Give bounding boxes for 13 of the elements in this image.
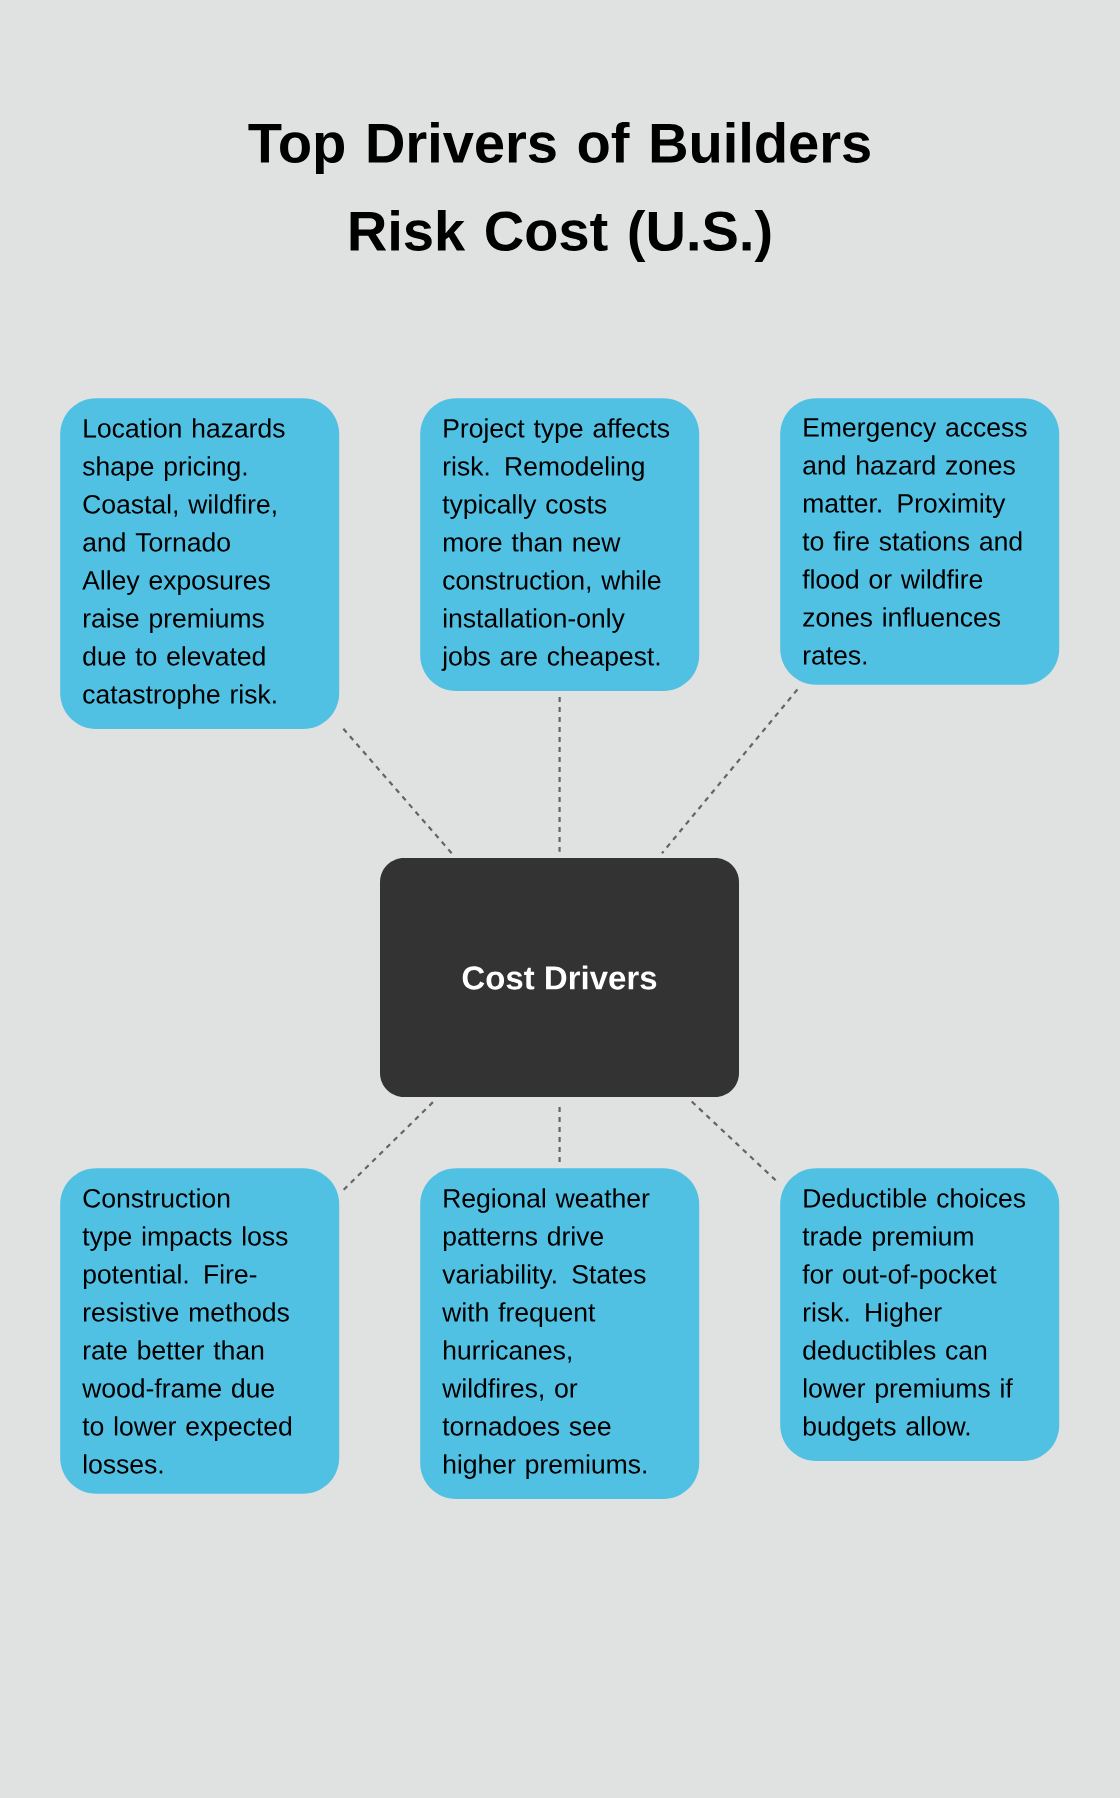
diagram-title: Top Drivers of Builders Risk Cost (U.S.) [248,121,870,263]
connector-line [661,688,799,854]
text-card: Location hazards shape pricing. Coastal, wildfire, and Tornado Alley exposures raise premiums due to elevated catastrophe risk. [60,398,340,729]
connector-line [558,697,561,852]
connector-line [690,1100,777,1182]
text-card: Regional weather patterns drive variability. States with frequent hurricanes, wildfires, or tornadoes see higher premiums. [420,1168,700,1499]
text-card: Deductible choices trade premium for out-of-pocket risk. Higher deductibles can lower premiums if budgets allow. [780,1168,1060,1461]
connector-line [342,727,453,854]
center-box: Cost Drivers [380,858,739,1097]
text-card: Project type affects risk. Remodeling typically costs more than new construction, while installation-only jobs are cheapest. [420,398,700,691]
text-card: Emergency access and hazard zones matter. Proximity to fire stations and flood or wildfire zones influences rates. [780,398,1060,685]
connector-line [342,1100,435,1191]
text-card: Construction type impacts loss potential. Fire-resistive methods rate better than wood-frame due to lower expected losses. [60,1168,340,1494]
